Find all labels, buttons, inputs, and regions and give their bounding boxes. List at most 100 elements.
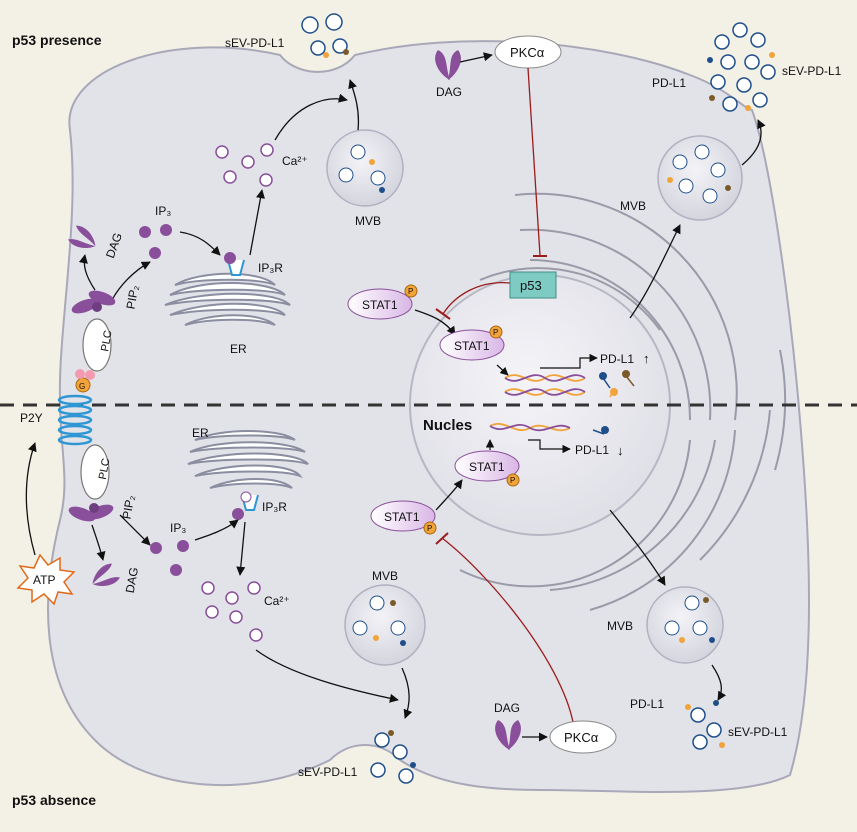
ca-ions-bottom — [201, 581, 263, 642]
stat1-label-top-outer: STAT1 — [362, 298, 398, 312]
sev-top-right — [707, 22, 776, 112]
pdl1-proteins-top — [599, 370, 635, 398]
phospho-label-top-outer: P — [408, 287, 413, 296]
ip3r-bottom — [232, 491, 259, 520]
mvb-bottom-left-vesicles — [352, 595, 406, 646]
nucleus-to-mvb-bottom-right-arrow — [609, 509, 666, 586]
dag-label-top: DAG — [436, 85, 462, 99]
pdl1-up-transcription-arrow — [540, 353, 598, 369]
dag-left-top — [68, 225, 96, 249]
pip2-bottom — [68, 503, 114, 522]
stat1-bottom-translocation-arrow — [435, 479, 463, 511]
er-label-top: ER — [230, 342, 247, 356]
plc-bottom — [80, 444, 110, 500]
ca-to-mvb-top-arrow — [274, 93, 348, 141]
mvb-to-sev-top-left-arrow — [348, 79, 360, 131]
stat1-label-bottom-outer: STAT1 — [384, 510, 420, 524]
ca-ions-top — [215, 143, 274, 187]
mvb-top-left-vesicles — [338, 144, 386, 193]
g-protein-label: G — [79, 382, 85, 391]
sev-top-left — [301, 13, 349, 58]
mvb-label-top-right: MVB — [620, 199, 646, 213]
pip2-to-dag-top-arrow — [78, 254, 96, 291]
ip3-to-ip3r-top-arrow — [179, 231, 221, 256]
mvb-to-sev-bottom-left-arrow — [401, 667, 413, 719]
pdl1-up-label: PD-L1 — [600, 352, 634, 366]
g-protein — [75, 369, 95, 393]
sev-label-top-right: sEV-PD-L1 — [782, 64, 842, 78]
phospho-label-bottom-inner: P — [510, 476, 515, 485]
atp-burst — [16, 553, 76, 606]
mvb-label-bottom-right: MVB — [607, 619, 633, 633]
inhibit-bar-stat1-bottom — [435, 532, 449, 545]
mvb-top-left — [326, 129, 404, 207]
ip3-label-bottom: IP₃ — [170, 521, 186, 535]
p2y-receptor — [57, 394, 93, 446]
plc-label-top: PLC — [99, 329, 115, 352]
pdl1-label-top: PD-L1 — [652, 76, 686, 90]
pdl1-protein-bottom — [592, 426, 609, 435]
dna-top — [504, 374, 586, 396]
plc-top — [82, 318, 112, 372]
stat1-bottom-inner — [454, 450, 520, 482]
pdl1-label-bottom: PD-L1 — [630, 697, 664, 711]
phospho-bottom-inner — [506, 473, 520, 487]
ip3r-label-top: IP₃R — [258, 261, 283, 275]
dag-to-pkc-top-arrow — [459, 52, 493, 63]
dna-bottom — [489, 423, 571, 432]
p53-inhibits-stat1 — [442, 281, 511, 315]
mvb-label-top-left: MVB — [355, 214, 381, 228]
phospho-top-outer — [404, 284, 418, 298]
title-p53-presence: p53 presence — [12, 32, 102, 48]
ip3-to-ip3r-bottom-arrow — [194, 519, 239, 541]
mvb-bottom-right — [646, 586, 724, 664]
er-label-bottom: ER — [192, 426, 209, 440]
atp-to-p2y-arrow — [25, 442, 37, 556]
stat1-label-bottom-inner: STAT1 — [469, 460, 505, 474]
ip3-label-top: IP₃ — [155, 204, 171, 218]
p2y-label: P2Y — [20, 411, 43, 425]
dag-left-bottom — [92, 563, 120, 587]
pdl1-up-arrow: ↑ — [643, 351, 650, 366]
pkc-label-bottom: PKCα — [564, 730, 599, 745]
pip2-to-ip3-bottom-arrow — [119, 514, 151, 546]
ca-label-top: Ca²⁺ — [282, 154, 308, 168]
pip2-label-top: PIP₂ — [123, 284, 141, 310]
pip2-to-ip3-top-arrow — [111, 261, 151, 301]
ip3-top — [139, 224, 172, 259]
inhibit-bar-stat1-top — [435, 308, 451, 320]
mvb-top-right-vesicles — [667, 144, 731, 204]
stat1-to-dna-top-arrow — [496, 364, 509, 376]
er-bottom — [187, 430, 309, 489]
sev-bottom-left — [370, 730, 416, 784]
dag-bottom — [495, 720, 521, 750]
dag-label-left-bottom: DAG — [123, 566, 141, 594]
nuclear-envelope-rings — [459, 192, 787, 611]
plc-label-bottom: PLC — [97, 457, 113, 480]
pip2-label-bottom: PIP₂ — [119, 494, 137, 520]
sev-bottom-right — [685, 700, 725, 750]
stat1-top-outer — [347, 288, 413, 320]
pip2-to-dag-bottom-arrow — [91, 524, 106, 561]
mvb-bottom-right-vesicles — [664, 595, 715, 643]
p53-label: p53 — [520, 278, 542, 293]
nucleus-to-mvb-top-right-arrow — [629, 224, 681, 319]
title-p53-absence: p53 absence — [12, 792, 96, 808]
nucleus-label: Nucles — [423, 417, 472, 434]
stat1-top-translocation-arrow — [414, 309, 456, 336]
pkc-inhibits-p53 — [527, 67, 541, 256]
pkc-inhibits-stat1-bottom — [441, 537, 574, 723]
ca-label-bottom: Ca²⁺ — [264, 594, 290, 608]
pkc-bottom — [549, 720, 617, 754]
mvb-to-sev-top-right-arrow — [741, 119, 766, 166]
pkc-label-top: PKCα — [510, 45, 545, 60]
pip2-top — [71, 290, 116, 314]
pdl1-down-arrow: ↓ — [617, 443, 624, 458]
phospho-bottom-outer — [423, 521, 437, 535]
stat1-bottom-outer — [370, 500, 436, 532]
sev-label-top-left: sEV-PD-L1 — [225, 36, 285, 50]
mvb-to-sev-bottom-right-arrow — [711, 664, 727, 701]
phospho-label-top-inner: P — [493, 328, 498, 337]
p53-box — [509, 271, 557, 299]
